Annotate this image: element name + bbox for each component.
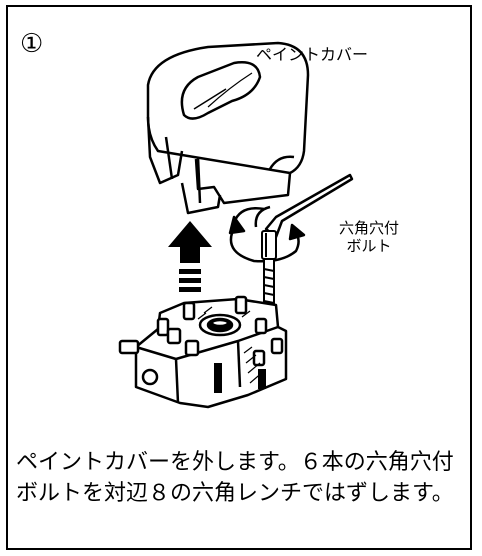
hex-socket-bolt-label: 六角穴付 ボルト	[324, 219, 414, 255]
paint-cover	[146, 41, 310, 215]
paint-cover-illustration	[118, 41, 354, 409]
instruction-text: ペイントカバーを外します。６本の六角穴付ボルトを対辺８の六角レンチではずします。	[16, 450, 454, 506]
paint-cover-label: ペイントカバー	[256, 45, 369, 64]
pump-body	[118, 295, 288, 409]
instruction-panel: ①	[6, 5, 472, 550]
bolt-label-line1: 六角穴付	[338, 219, 399, 237]
lift-arrow	[168, 221, 212, 292]
hex-socket-bolt	[261, 230, 277, 310]
bolt-label-line2: ボルト	[346, 237, 392, 255]
step-number: ①	[20, 29, 44, 59]
hex-wrench	[228, 173, 354, 263]
